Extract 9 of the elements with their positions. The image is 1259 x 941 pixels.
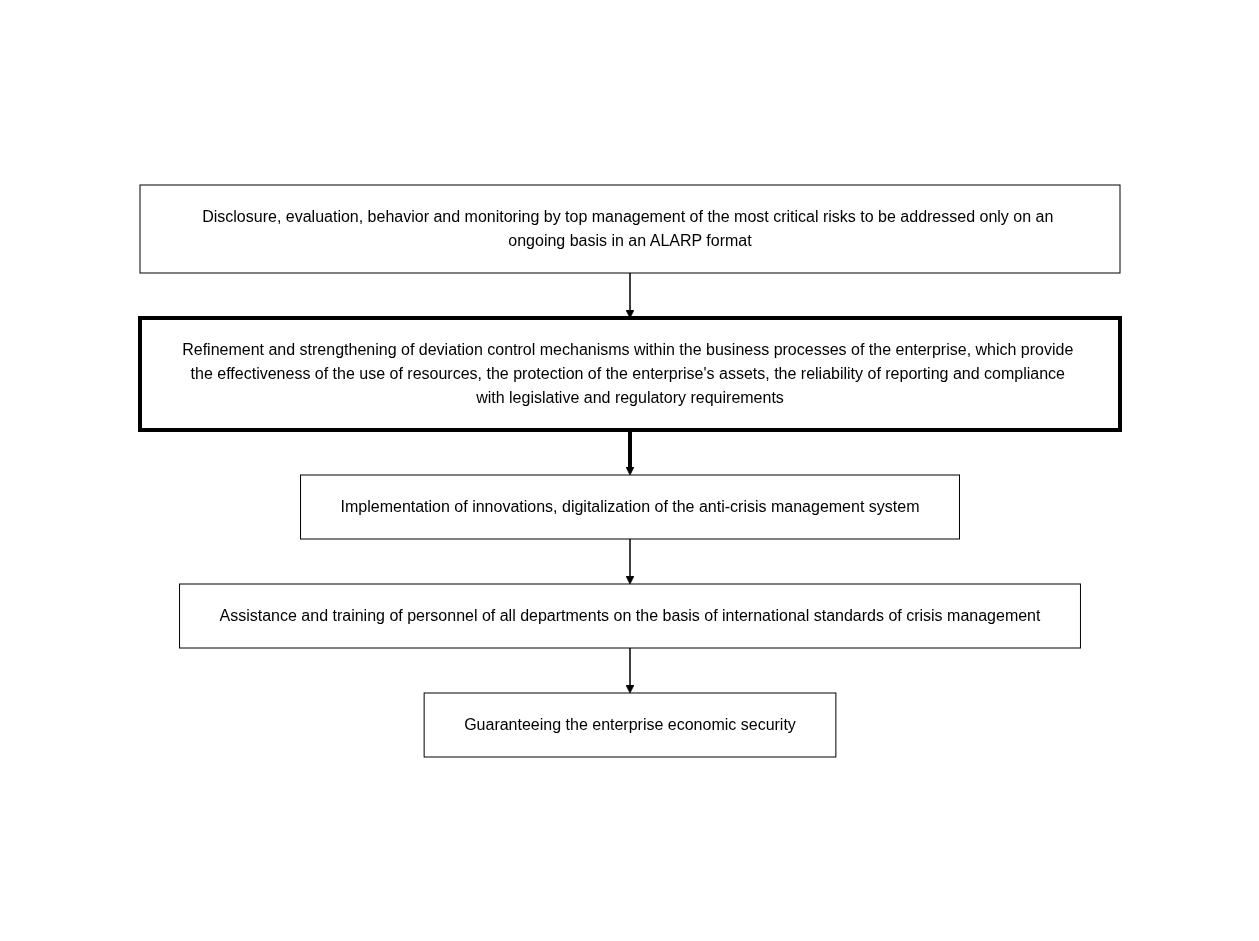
node-box: Implementation of innovations, digitalization of the anti-crisis management system <box>299 474 960 539</box>
arrow <box>625 646 634 693</box>
node-box: Disclosure, evaluation, behavior and monitoring by top management of the most critical risks to be addressed only on an ongoing basis in an ALARP format <box>139 184 1120 273</box>
node-box: Assistance and training of personnel of all departments on the basis of international standards of crisis management <box>178 583 1081 648</box>
arrow <box>625 537 634 584</box>
arrow <box>625 429 634 475</box>
arrow <box>625 271 634 318</box>
node-box: Guaranteeing the enterprise economic security <box>423 692 836 757</box>
node-box: Refinement and strengthening of deviation control mechanisms within the business processes of the enterprise, which provide the effectiveness of the use of resources, the protection of the enterprise's assets, the reliability of reporting and compliance with legislative and regulatory requirements <box>137 315 1122 432</box>
